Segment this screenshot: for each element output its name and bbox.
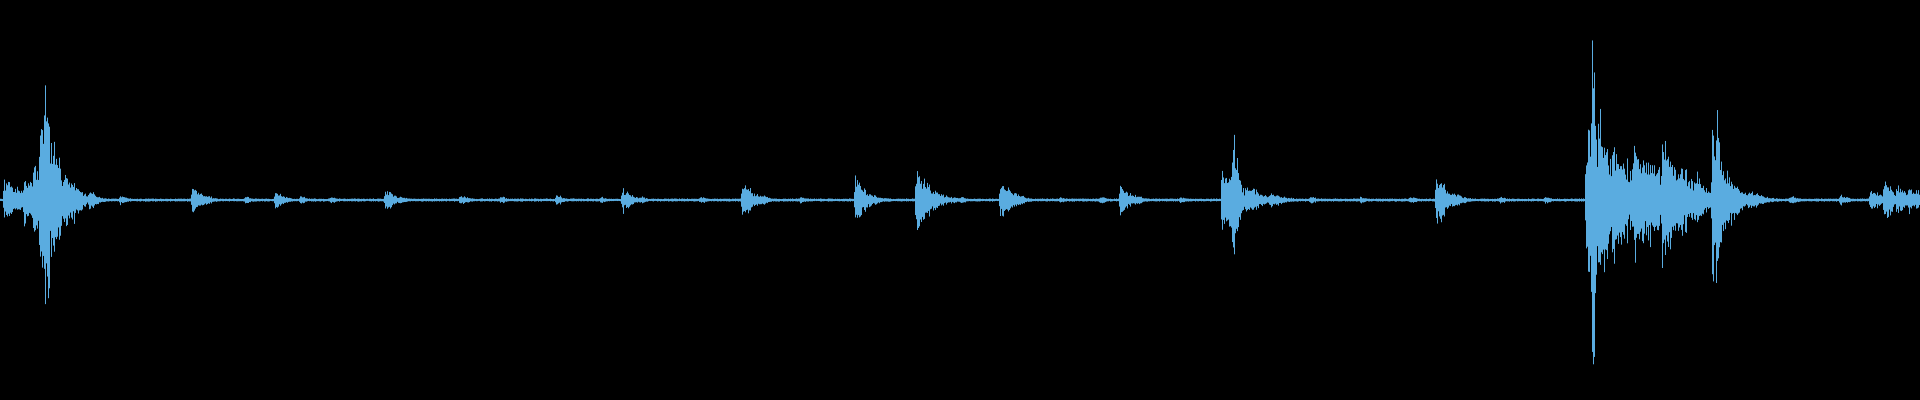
waveform-canvas[interactable] xyxy=(0,0,1920,400)
waveform-viewer[interactable] xyxy=(0,0,1920,400)
